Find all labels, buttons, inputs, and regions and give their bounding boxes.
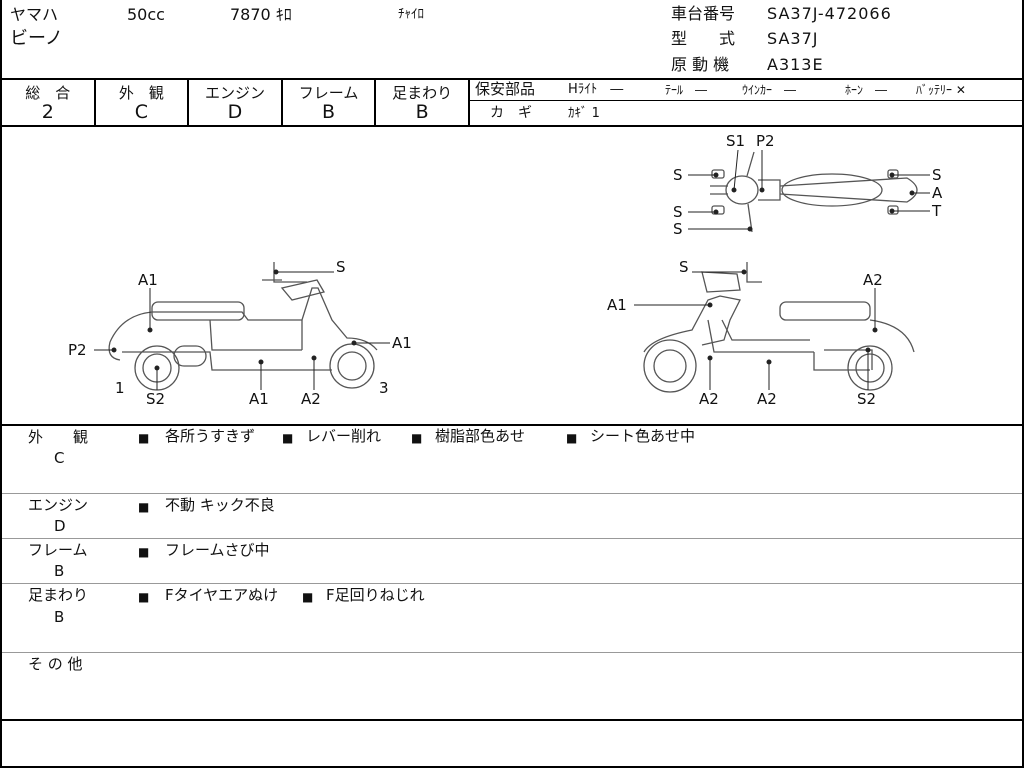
divider	[2, 538, 1022, 539]
key-count: ｶｷﾞ 1	[568, 106, 600, 121]
remark-grade-exterior: C	[54, 449, 65, 467]
horn-status: ﾎｰﾝ ―	[845, 83, 888, 97]
remark-item: Fタイヤエアぬけ	[165, 586, 279, 604]
bullet-icon: ■	[138, 431, 150, 445]
winker-status: ｳｲﾝｶｰ ―	[742, 83, 797, 97]
tail-status: ﾃｰﾙ ―	[665, 83, 708, 97]
bullet-icon: ■	[411, 431, 423, 445]
type-value: SA37J	[767, 29, 819, 48]
color: ﾁｬｲﾛ	[398, 7, 424, 22]
label-s1: S1	[726, 132, 745, 150]
label-p2: P2	[756, 132, 775, 150]
remark-grade-engine: D	[54, 517, 66, 535]
model-name: ビーノ	[10, 28, 63, 49]
divider	[2, 493, 1022, 494]
maker: ヤマハ	[10, 5, 59, 24]
remark-label-suspension: 足まわり	[28, 586, 89, 604]
remark-item: 樹脂部色あせ	[435, 427, 526, 445]
label-a2: A2	[699, 390, 719, 408]
bullet-icon: ■	[566, 431, 578, 445]
remark-label-engine: エンジン	[28, 496, 89, 514]
grade-label: 総 合	[25, 84, 71, 102]
divider	[470, 100, 1022, 101]
remark-grade-suspension: B	[54, 608, 65, 626]
divider	[2, 125, 1022, 127]
bullet-icon: ■	[302, 590, 314, 604]
grade-value: 2	[41, 101, 54, 123]
grade-label: 外 観	[118, 84, 164, 102]
remark-item: 各所うすきず	[165, 427, 256, 445]
battery-status: ﾊﾞｯﾃﾘｰ ✕	[916, 83, 966, 97]
frame-no-label: 車台番号	[671, 4, 736, 23]
grade-label: エンジン	[204, 84, 265, 102]
label-s: S	[673, 166, 683, 184]
left-view-scooter	[108, 262, 378, 391]
divider	[2, 78, 1022, 80]
label-s: S	[673, 220, 683, 238]
label-s2: S2	[146, 390, 165, 408]
grade-suspension: 足まわり B	[376, 79, 470, 125]
mileage: 7870 ｷﾛ	[230, 5, 292, 24]
label-a: A	[932, 184, 943, 202]
safety-parts: 保安部品 Hﾗｲﾄ ― ﾃｰﾙ ― ｳｲﾝｶｰ ― ﾎｰﾝ ― ﾊﾞｯﾃﾘｰ ✕…	[470, 79, 1022, 125]
label-t: T	[931, 202, 942, 220]
label-s: S	[932, 166, 942, 184]
divider	[2, 766, 1022, 768]
remark-item: 不動 キック不良	[165, 496, 275, 514]
label-s: S	[673, 203, 683, 221]
remark-item: F足回りねじれ	[326, 586, 425, 604]
engine-label: 原 動 機	[671, 55, 730, 74]
label-p2: P2	[68, 341, 87, 359]
label-a1: A1	[138, 271, 158, 289]
remark-item: フレームさび中	[165, 541, 270, 559]
grade-label: 足まわり	[392, 84, 453, 102]
grade-total: 総 合 2	[2, 79, 96, 125]
grade-value: B	[322, 101, 336, 123]
label-a2: A2	[863, 271, 883, 289]
label-a1: A1	[607, 296, 627, 314]
remark-label-other: そ の 他	[28, 655, 83, 673]
type-label: 型 式	[671, 29, 736, 48]
grade-exterior: 外 観 C	[96, 79, 190, 125]
remark-label-frame: フレーム	[28, 541, 88, 559]
grade-label: フレーム	[298, 84, 359, 102]
label-1: 1	[115, 379, 125, 397]
headlight-status: Hﾗｲﾄ ―	[568, 82, 624, 97]
top-view-scooter	[710, 151, 918, 233]
remark-label-exterior: 外 観	[28, 428, 89, 446]
key-label: カ ギ	[490, 105, 532, 121]
label-a2: A2	[301, 390, 321, 408]
grade-table: 総 合 2 外 観 C エンジン D フレーム B 足まわり B	[2, 79, 470, 125]
divider	[2, 424, 1022, 426]
displacement: 50cc	[127, 5, 165, 24]
divider	[2, 583, 1022, 584]
label-a2: A2	[757, 390, 777, 408]
grade-value: C	[134, 101, 149, 123]
grade-frame: フレーム B	[283, 79, 377, 125]
frame-no: SA37J-472066	[767, 4, 892, 23]
bullet-icon: ■	[282, 431, 294, 445]
label-s2: S2	[857, 390, 876, 408]
grade-value: D	[227, 101, 243, 123]
label-a1: A1	[392, 334, 412, 352]
label-s: S	[679, 258, 689, 276]
right-view-scooter	[643, 262, 915, 393]
safety-parts-label: 保安部品	[475, 80, 536, 98]
remark-item: レバー削れ	[306, 427, 382, 445]
remark-item: シート色あせ中	[590, 427, 696, 445]
label-a1: A1	[249, 390, 269, 408]
divider	[2, 719, 1022, 721]
remark-grade-frame: B	[54, 562, 65, 580]
divider	[2, 652, 1022, 653]
bullet-icon: ■	[138, 545, 150, 559]
grade-value: B	[415, 101, 429, 123]
grade-engine: エンジン D	[189, 79, 283, 125]
bullet-icon: ■	[138, 500, 150, 514]
bullet-icon: ■	[138, 590, 150, 604]
engine-value: A313E	[767, 55, 824, 74]
label-s: S	[336, 258, 346, 276]
label-3: 3	[379, 379, 389, 397]
scooter-diagram: S1 P2 S S S S A T S A1 P2 A1 1 3 S2 A1 A…	[68, 132, 943, 408]
